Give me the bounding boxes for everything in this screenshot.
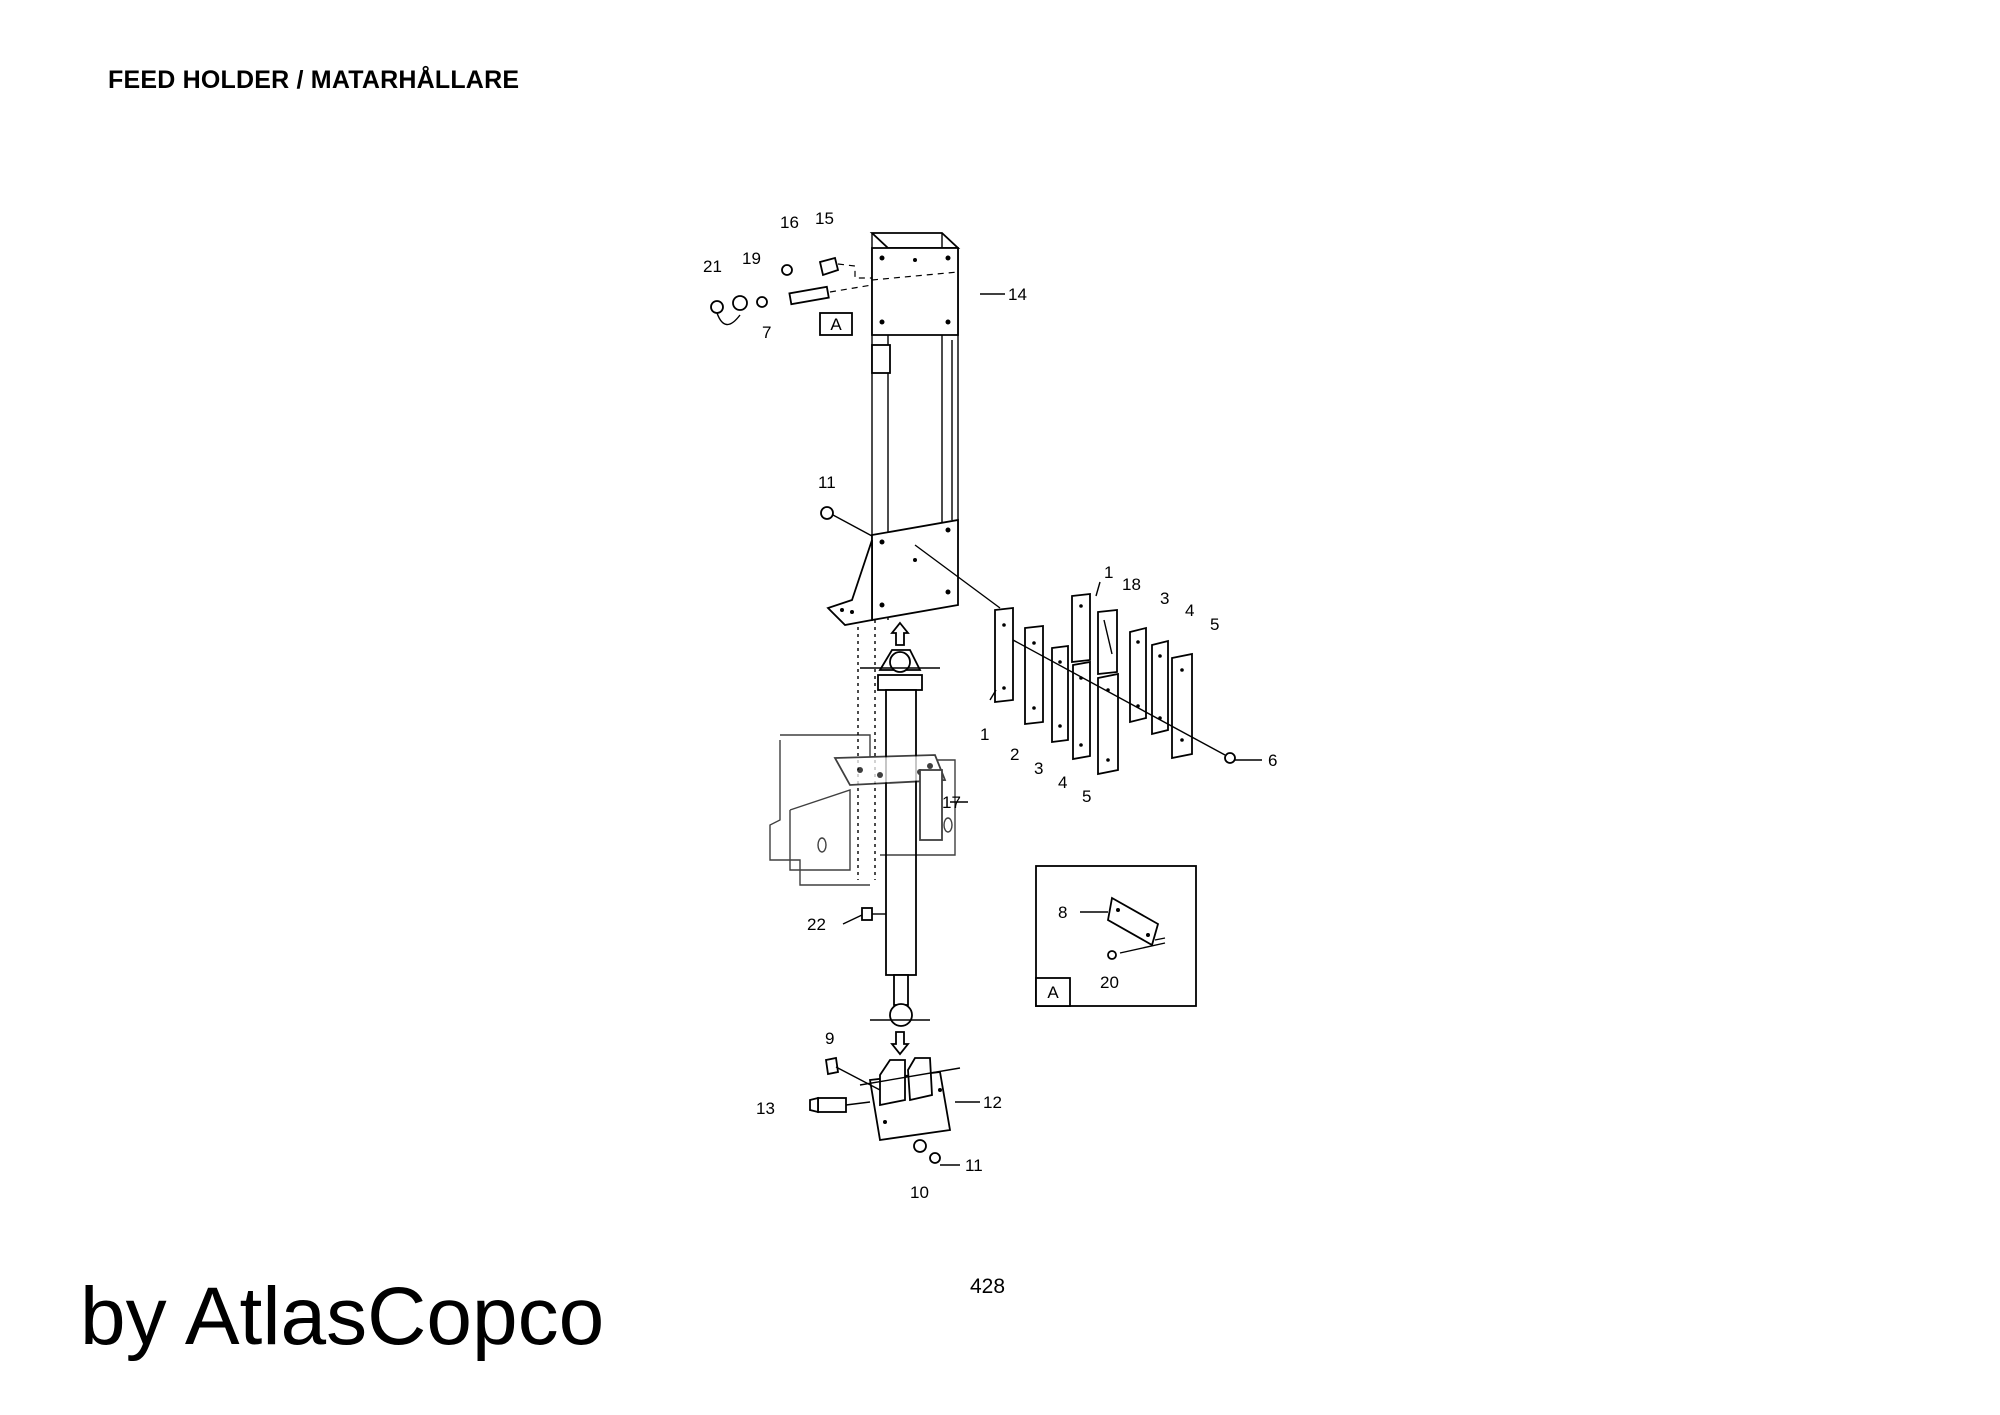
part-label: 3 — [1160, 589, 1169, 608]
bolt-22 — [861, 907, 886, 921]
part-label: 2 — [1010, 745, 1019, 764]
part-label: 16 — [780, 213, 799, 232]
part-label: 15 — [815, 209, 834, 228]
top-small-parts — [710, 256, 873, 326]
part-label: 18 — [1122, 575, 1141, 594]
bottom-mount — [809, 1056, 961, 1164]
leader-lines — [842, 293, 1262, 1166]
part-label: 9 — [825, 1029, 834, 1048]
part-label: 4 — [1058, 773, 1067, 792]
part-labels: 1 1 2 3 3 4 4 5 5 6 7 8 9 10 11 11 12 13… — [703, 209, 1277, 1202]
part-label: 3 — [1034, 759, 1043, 778]
arrow-down-icon — [890, 1031, 910, 1056]
part-label: 1 — [980, 725, 989, 744]
part-label: 22 — [807, 915, 826, 934]
part-label: 5 — [1082, 787, 1091, 806]
page-number: 428 — [970, 1275, 1006, 1298]
part-label: 21 — [703, 257, 722, 276]
part-label: 14 — [1008, 285, 1027, 304]
part-label: 1 — [1104, 563, 1113, 582]
inset-detail-box: A — [1035, 865, 1197, 1007]
part-label: 20 — [1100, 973, 1119, 992]
inset-a-label: A — [1047, 983, 1059, 1002]
part-label: 5 — [1210, 615, 1219, 634]
machine-bracket — [769, 734, 956, 886]
arrow-up-icon — [890, 621, 910, 646]
nut-11-upper — [820, 506, 873, 537]
detail-callout-a: A — [819, 312, 853, 336]
hydraulic-cylinder — [860, 649, 940, 1027]
part-label: 12 — [983, 1093, 1002, 1112]
part-label: 13 — [756, 1099, 775, 1118]
footer-brand: by AtlasCopco — [80, 1271, 605, 1362]
middle-mounting-plate — [826, 518, 959, 626]
part-label: 4 — [1185, 601, 1194, 620]
part-label: 10 — [910, 1183, 929, 1202]
part-label: 6 — [1268, 751, 1277, 770]
part-label: 8 — [1058, 903, 1067, 922]
callout-a-label: A — [830, 315, 842, 334]
part-label: 11 — [965, 1156, 983, 1175]
part-label: 11 — [818, 473, 836, 492]
shim-plates — [914, 544, 1236, 776]
part-label: 17 — [942, 793, 961, 812]
page-title: FEED HOLDER / MATARHÅLLARE — [108, 66, 520, 94]
part-label: 19 — [742, 249, 761, 268]
part-label: 7 — [762, 323, 771, 342]
top-mounting-plate — [871, 247, 959, 374]
